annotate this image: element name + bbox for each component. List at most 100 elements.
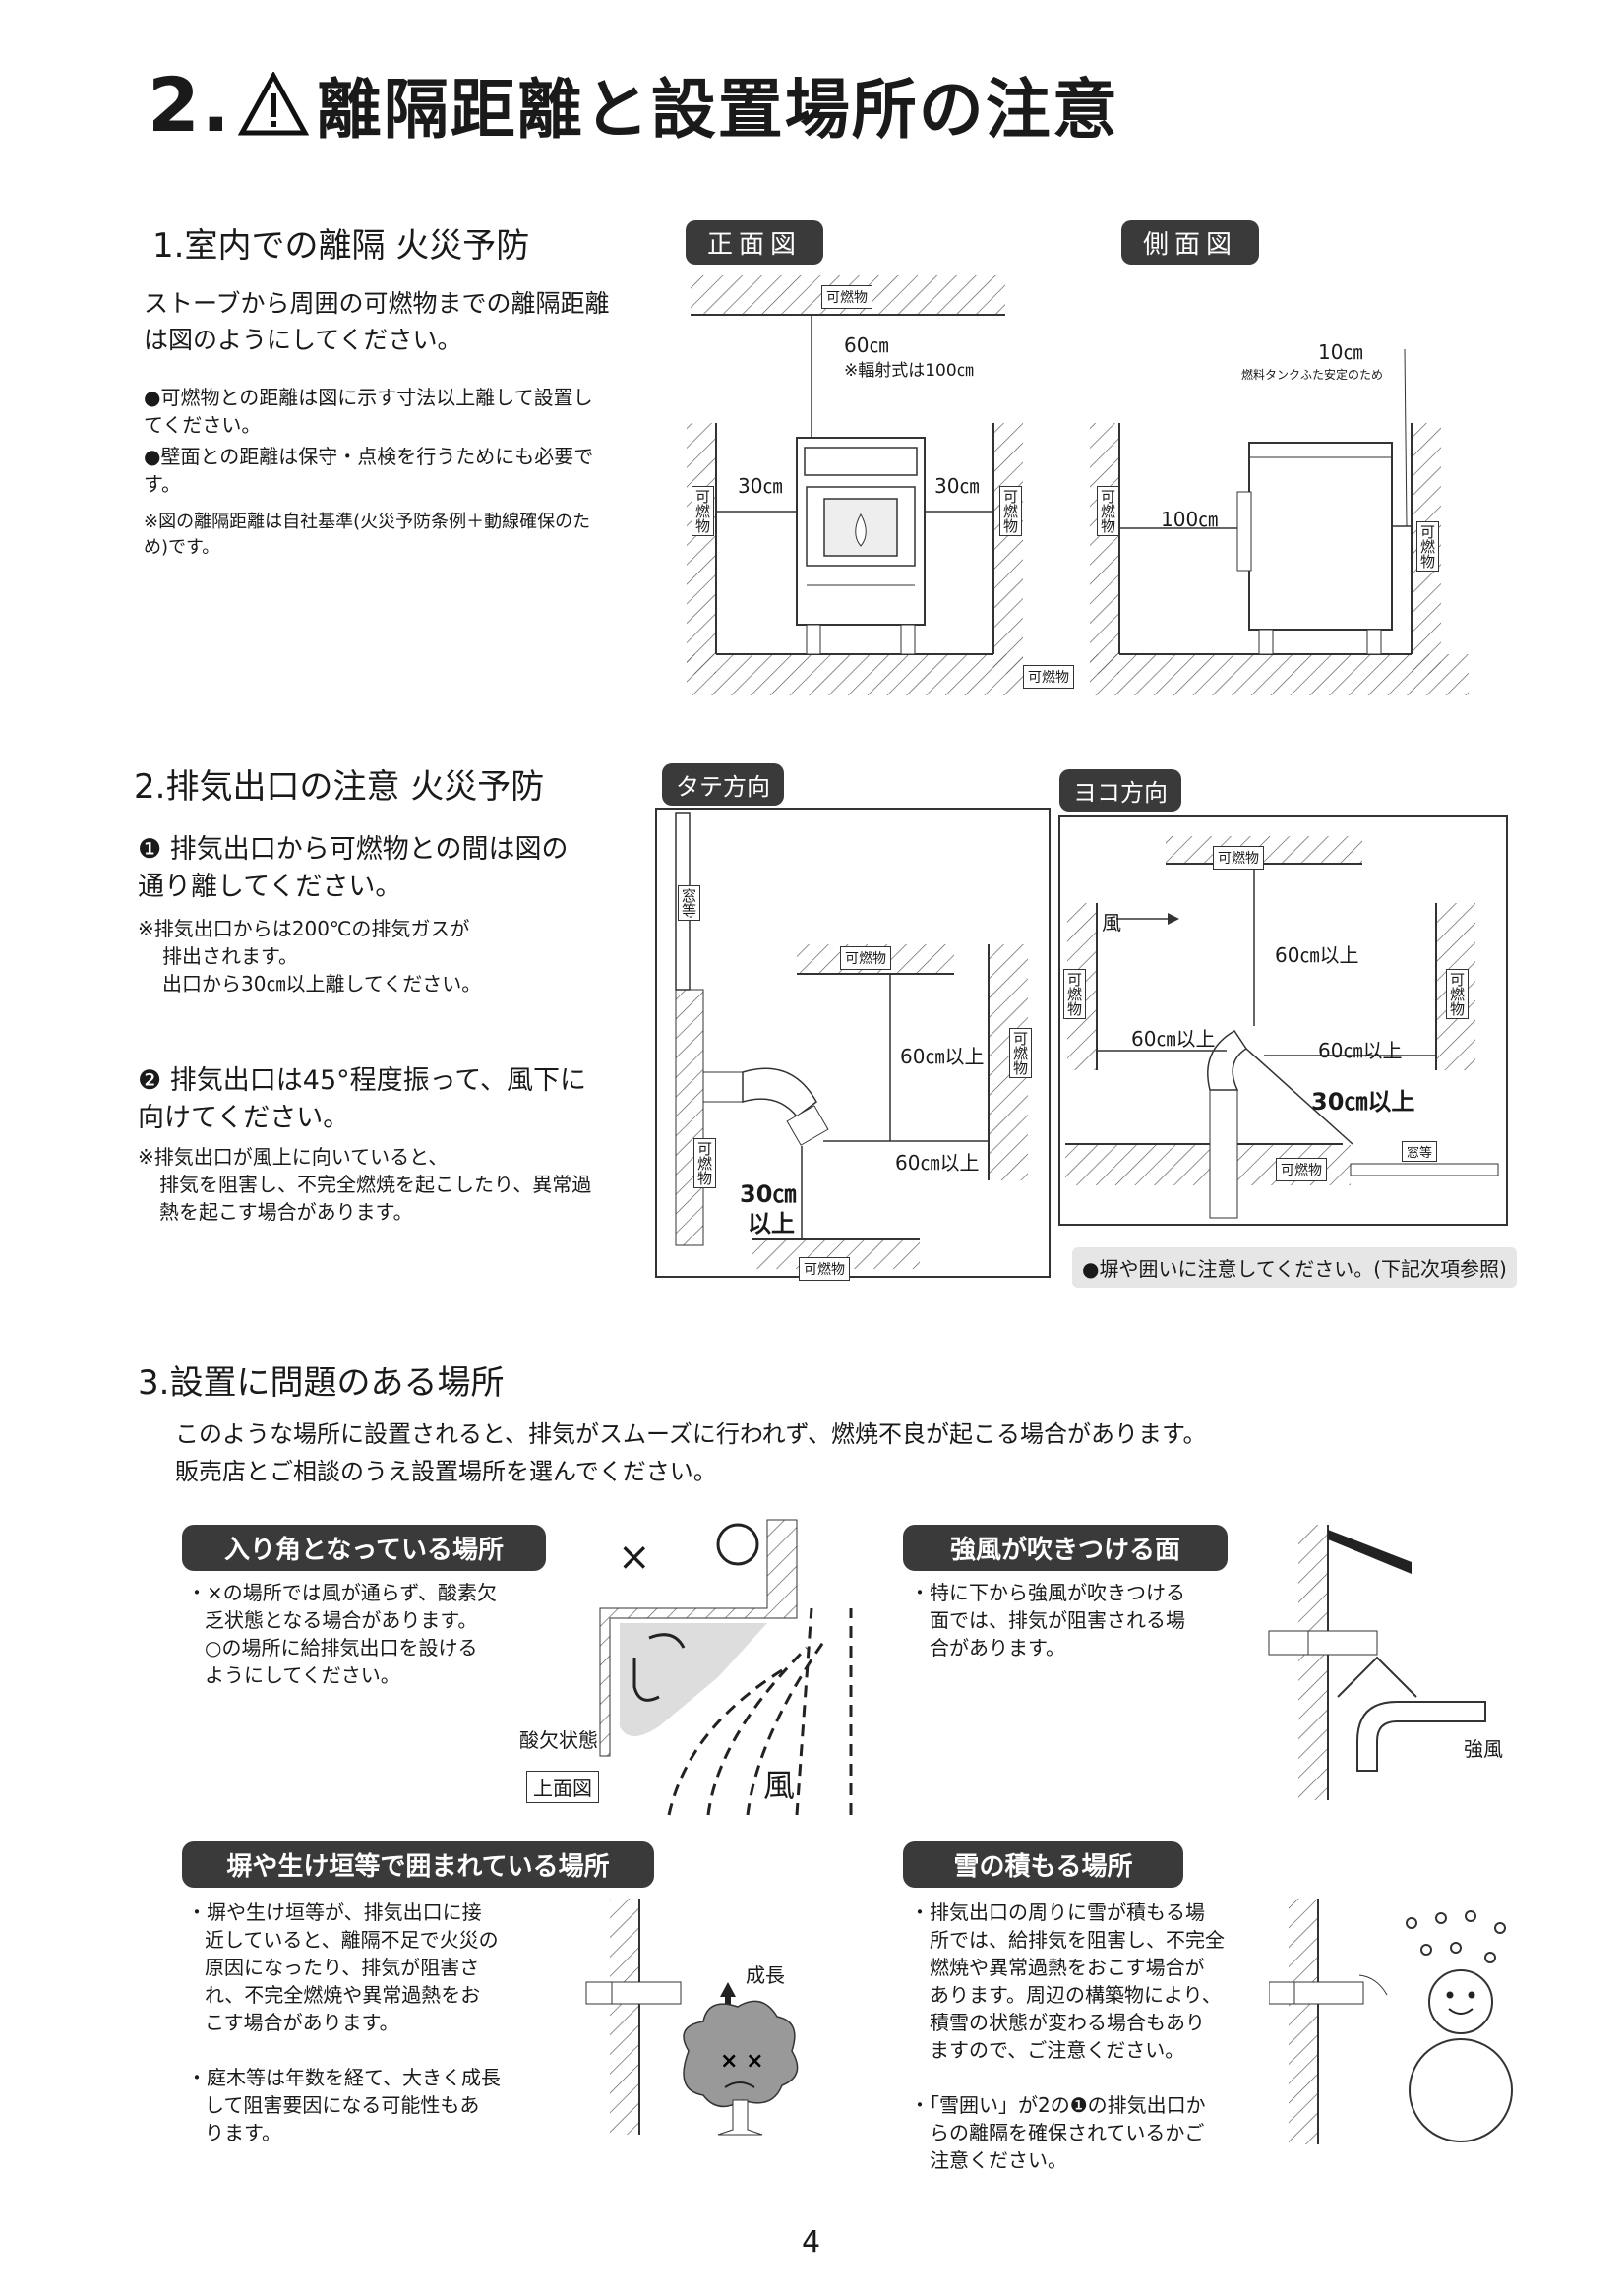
case4-line-2: 所では、給排気を阻害し、不完全 bbox=[930, 1928, 1225, 1952]
section1-bullet-2: ●壁面との距離は保守・点検を行うためにも必要です。 bbox=[144, 445, 594, 496]
exhaust-note-1a: ※排気出口からは200℃の排気ガスが bbox=[138, 917, 470, 940]
front-top-distance: 60㎝ bbox=[844, 333, 889, 357]
case2-line-3: 合があります。 bbox=[930, 1636, 1065, 1659]
case-snow-title: 雪の積もる場所 bbox=[903, 1841, 1183, 1888]
case4-line-1: ・排気出口の周りに雪が積もる場 bbox=[910, 1900, 1205, 1924]
horizontal-up-distance: 60㎝以上 bbox=[1275, 943, 1359, 967]
wind-label: 風 bbox=[763, 1767, 796, 1804]
horizontal-combustible-top: 可燃物 bbox=[1213, 846, 1264, 870]
vertical-down-distance: 30㎝ bbox=[740, 1180, 797, 1208]
vertical-combustible-right: 可燃物 bbox=[1009, 1028, 1032, 1078]
front-view-diagram bbox=[687, 275, 1023, 695]
oxygen-label: 酸欠状態 bbox=[519, 1728, 598, 1752]
side-back-distance: 100㎝ bbox=[1161, 508, 1219, 531]
front-combustible-top: 可燃物 bbox=[821, 285, 872, 309]
case4-line-6: ますので、ご注意ください。 bbox=[930, 2038, 1185, 2062]
vertical-down-suffix: 以上 bbox=[748, 1210, 795, 1237]
front-top-note: ※輻射式は100㎝ bbox=[844, 361, 974, 381]
section-number: 2. bbox=[148, 60, 232, 149]
exhaust-item-1: ❶ 排気出口から可燃物との間は図の通り離してください。 bbox=[138, 834, 569, 902]
inner-corner-diagram bbox=[599, 1519, 853, 1816]
horizontal-left-distance: 60㎝以上 bbox=[1131, 1027, 1216, 1051]
side-combustible-right: 可燃物 bbox=[1416, 521, 1439, 572]
strong-wind-diagram bbox=[1268, 1525, 1486, 1800]
case3-line-1: ・塀や生け垣等が、排気出口に接 bbox=[187, 1900, 482, 1924]
front-right-distance: 30㎝ bbox=[934, 474, 980, 498]
exhaust-note-2b: 排気を阻害し、不完全燃焼を起こしたり、異常過 bbox=[159, 1173, 592, 1196]
horizontal-combustible-bottom: 可燃物 bbox=[1276, 1158, 1327, 1181]
section3-heading: 3.設置に問題のある場所 bbox=[138, 1363, 505, 1403]
case-inner-corner-title: 入り角となっている場所 bbox=[182, 1525, 546, 1571]
case1-line-3: ○の場所に給排気出口を設ける bbox=[205, 1636, 478, 1659]
front-combustible-right: 可燃物 bbox=[999, 486, 1022, 536]
case3-line-5: こす場合があります。 bbox=[205, 2011, 399, 2034]
warning-icon bbox=[237, 72, 309, 136]
top-view-label: 上面図 bbox=[526, 1771, 599, 1803]
case2-line-1: ・特に下から強風が吹きつける bbox=[910, 1581, 1185, 1604]
fence-diagram: × × bbox=[585, 1899, 799, 2136]
horizontal-combustible-right: 可燃物 bbox=[1446, 969, 1469, 1019]
title-text: 離隔距離と設置場所の注意 bbox=[316, 72, 1119, 148]
side-combustible-left: 可燃物 bbox=[1097, 486, 1119, 536]
x-mark: × bbox=[618, 1535, 651, 1580]
vertical-combustible-top: 可燃物 bbox=[840, 946, 891, 970]
case-strong-wind-title: 強風が吹きつける面 bbox=[903, 1525, 1228, 1571]
exhaust-note-2a: ※排気出口が風上に向いていると、 bbox=[138, 1145, 449, 1169]
vertical-side-distance: 60㎝以上 bbox=[895, 1151, 980, 1175]
front-combustible-left: 可燃物 bbox=[692, 486, 714, 536]
strong-wind-label: 強風 bbox=[1464, 1737, 1503, 1761]
horizontal-side-distance: 30㎝以上 bbox=[1311, 1088, 1415, 1116]
case2-line-2: 面では、排気が阻害される場 bbox=[930, 1608, 1185, 1632]
section1-bullet-1: ●可燃物との距離は図に示す寸法以上離して設置してください。 bbox=[144, 386, 593, 437]
front-left-distance: 30㎝ bbox=[738, 474, 783, 498]
case4-line-5: 積雪の状態が変わる場合もあり bbox=[930, 2011, 1205, 2034]
case1-line-4: ようにしてください。 bbox=[205, 1663, 400, 1687]
section3-intro-1: このような場所に設置されると、排気がスムーズに行われず、燃焼不良が起こる場合があ… bbox=[175, 1420, 1207, 1448]
case-fence-title: 塀や生け垣等で囲まれている場所 bbox=[182, 1841, 654, 1888]
case4-line-8: ・「雪囲い」が2の❶の排気出口か bbox=[910, 2093, 1206, 2117]
section2-heading: 2.排気出口の注意 火災予防 bbox=[134, 767, 545, 807]
exhaust-item-2: ❷ 排気出口は45°程度振って、風下に向けてください。 bbox=[138, 1065, 586, 1133]
section3-intro-2: 販売店とご相談のうえ設置場所を選んでください。 bbox=[175, 1458, 717, 1485]
fence-caption: ●塀や囲いに注意してください。(下記次項参照) bbox=[1072, 1247, 1517, 1288]
horizontal-window: 窓等 bbox=[1402, 1141, 1438, 1162]
vertical-up-distance: 60㎝以上 bbox=[900, 1045, 985, 1068]
exhaust-note-2c: 熱を起こす場合があります。 bbox=[159, 1200, 413, 1224]
case4-line-4: あります。周辺の構築物により、 bbox=[930, 1983, 1222, 2007]
case4-line-9: らの離隔を確保されているかご bbox=[930, 2121, 1205, 2144]
case4-line-10: 注意ください。 bbox=[930, 2148, 1067, 2172]
case3-line-8: して阻害要因になる可能性もあ bbox=[205, 2093, 480, 2117]
growth-label: 成長 bbox=[746, 1963, 785, 1987]
case3-line-4: れ、不完全燃焼や異常過熱をお bbox=[205, 1983, 481, 2007]
floor-combustible: 可燃物 bbox=[1023, 665, 1074, 689]
side-view-diagram bbox=[1090, 348, 1469, 695]
section1-heading: 1.室内での離隔 火災予防 bbox=[152, 226, 530, 266]
vertical-combustible-left: 可燃物 bbox=[693, 1138, 716, 1188]
case3-line-3: 原因になったり、排気が阻害さ bbox=[205, 1956, 480, 1979]
case3-line-9: ります。 bbox=[205, 2121, 281, 2144]
snow-diagram bbox=[1269, 1899, 1513, 2144]
vertical-diagram bbox=[655, 808, 1051, 1278]
case3-line-7: ・庭木等は年数を経て、大きく成長 bbox=[187, 2066, 501, 2089]
case4-line-3: 燃焼や異常過熱をおこす場合が bbox=[930, 1956, 1205, 1979]
exhaust-note-1c: 出口から30㎝以上離してください。 bbox=[162, 972, 482, 995]
page-number: 4 bbox=[802, 2225, 821, 2260]
vertical-window: 窓等 bbox=[678, 885, 700, 921]
exhaust-note-1b: 排出されます。 bbox=[162, 944, 298, 968]
svg-text:× ×: × × bbox=[720, 2049, 764, 2074]
case3-line-2: 近していると、離隔不足で火災の bbox=[205, 1928, 499, 1952]
case1-line-1: ・×の場所では風が通らず、酸素欠 bbox=[187, 1581, 497, 1604]
horizontal-combustible-left: 可燃物 bbox=[1063, 969, 1086, 1019]
horizontal-tag: ヨコ方向 bbox=[1059, 769, 1181, 812]
section1-intro: ストーブから周囲の可燃物までの離隔距離は図のようにしてください。 bbox=[144, 289, 610, 354]
horizontal-right-distance: 60㎝以上 bbox=[1318, 1039, 1403, 1062]
page-title: 2. 離隔距離と設置場所の注意 bbox=[148, 57, 1119, 151]
case1-line-2: 乏状態となる場合があります。 bbox=[205, 1608, 478, 1632]
side-top-note: 燃料タンクふた安定のため bbox=[1241, 368, 1384, 382]
front-view-tag: 正面図 bbox=[686, 220, 824, 265]
horizontal-wind: 風 bbox=[1102, 911, 1121, 935]
vertical-combustible-bottom: 可燃物 bbox=[799, 1257, 850, 1281]
side-view-tag: 側面図 bbox=[1121, 220, 1260, 265]
section1-note: ※図の離隔距離は自社基準(火災予防条例＋動線確保のため)です。 bbox=[144, 512, 591, 558]
vertical-tag: タテ方向 bbox=[662, 763, 784, 806]
